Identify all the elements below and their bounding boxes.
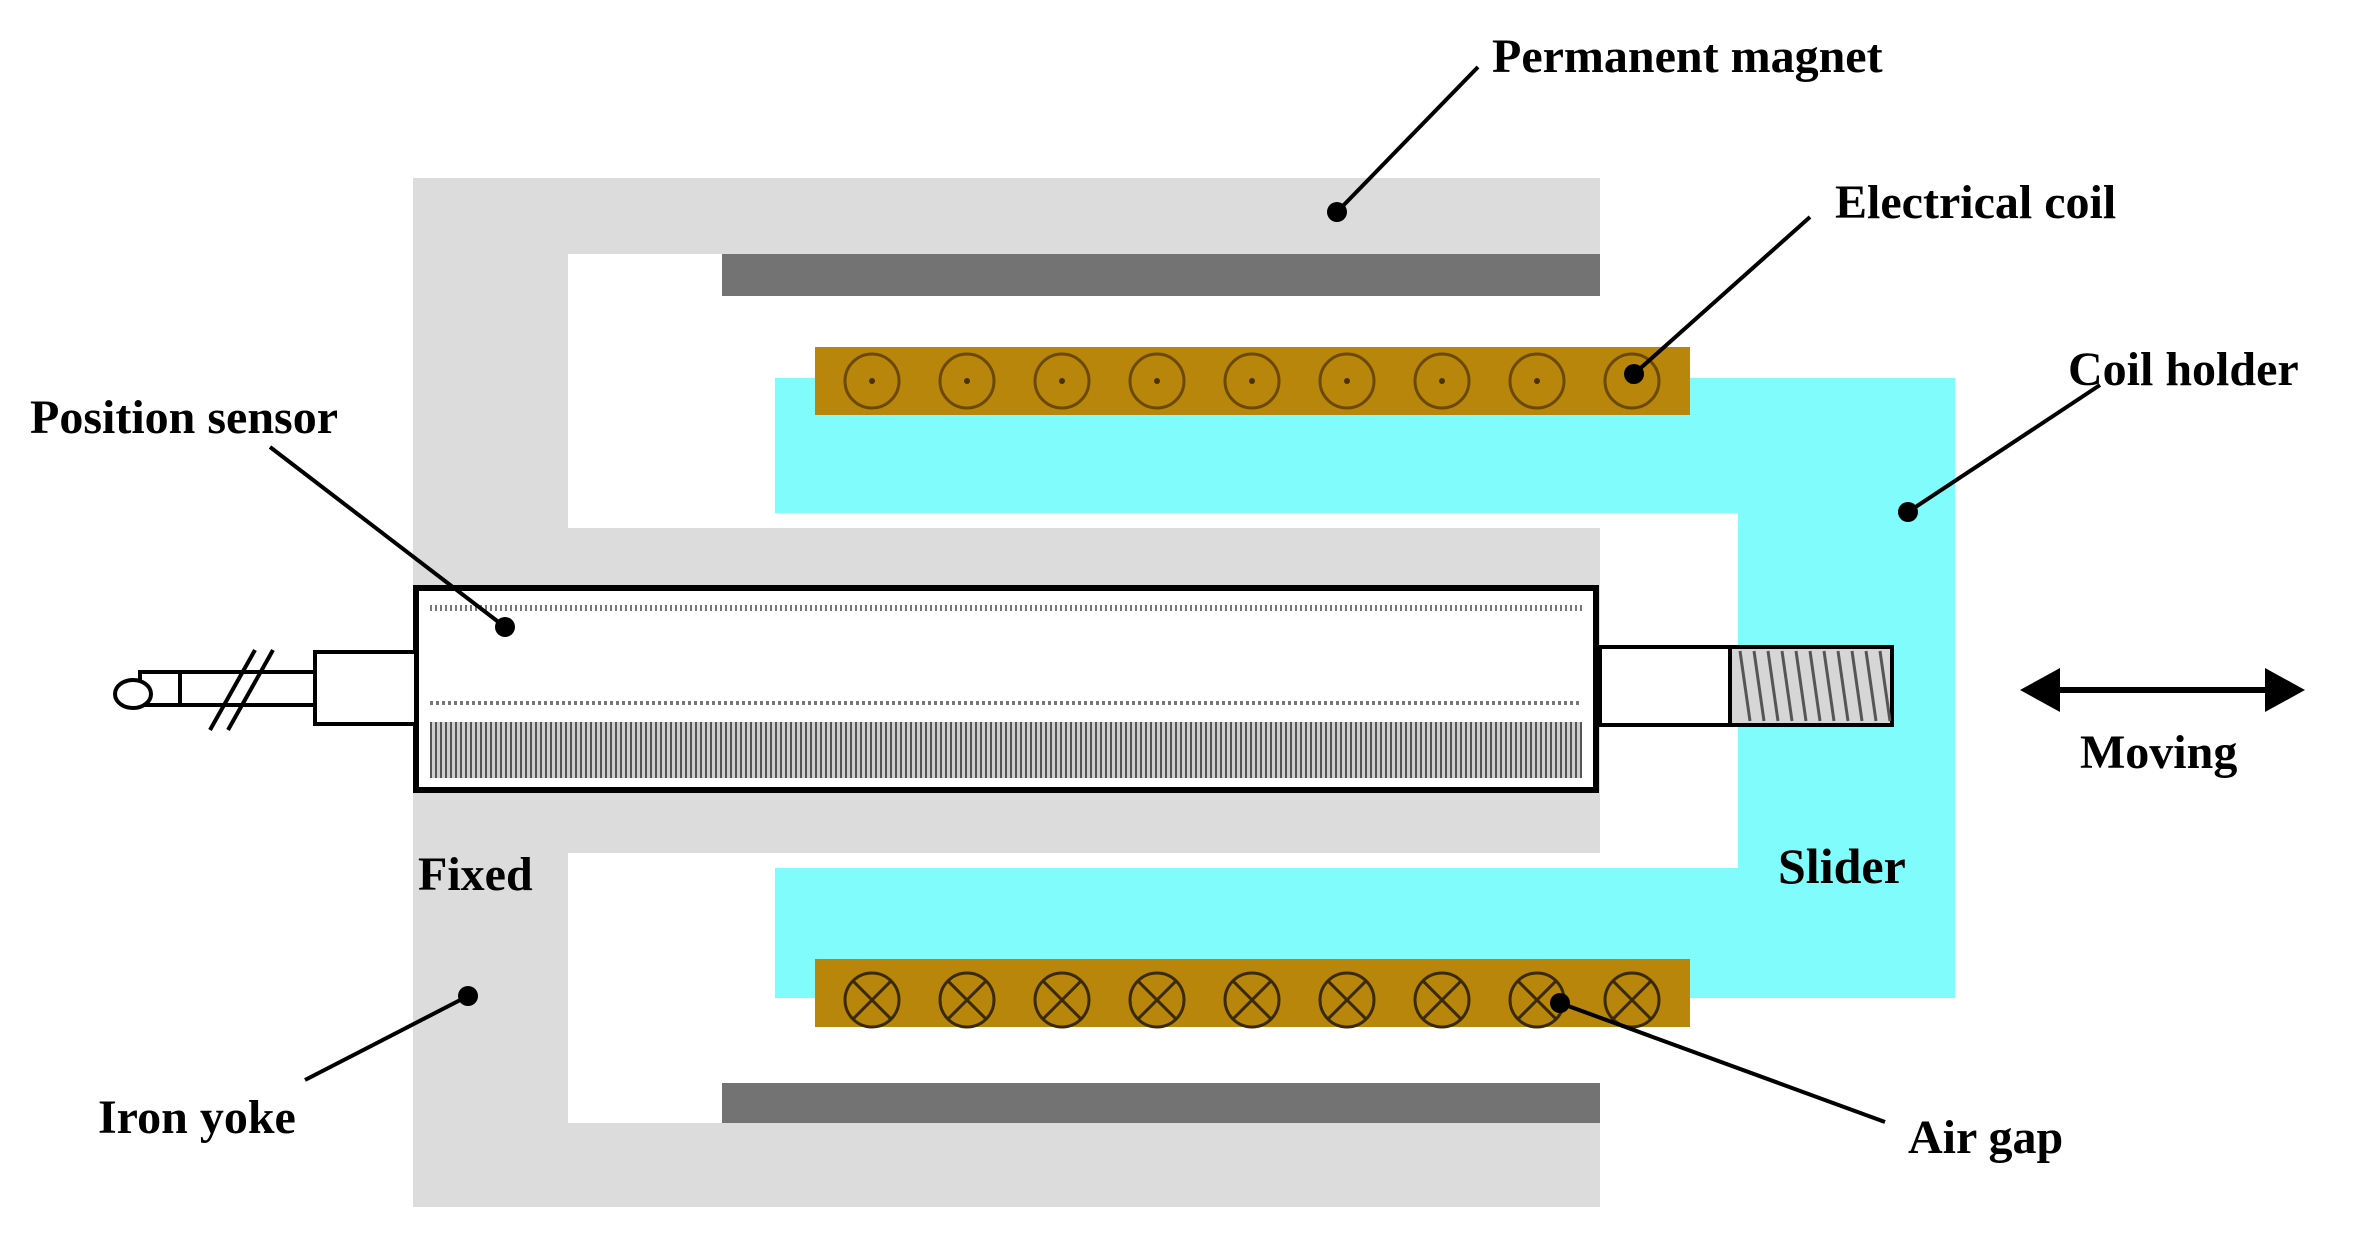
coil-dot-icon [843,352,901,410]
moving-arrow-icon [2020,668,2305,712]
coil-dot-icon [1318,352,1376,410]
label-position-sensor: Position sensor [30,391,338,444]
label-moving: Moving [2080,726,2237,779]
leader-lines [268,65,2102,1124]
coil-cross-icon [1413,971,1471,1029]
label-iron-yoke: Iron yoke [98,1091,296,1144]
coil-dot-icon [1413,352,1471,410]
coil-holder [775,378,1955,998]
electrical-coil-top [815,347,1690,415]
label-air-gap: Air gap [1908,1111,2063,1164]
position-sensor [413,585,1599,793]
leader-dots [458,202,1918,1013]
slider-rod [1598,645,1894,727]
label-electrical-coil: Electrical coil [1835,176,2116,229]
coil-dot-icon [1033,352,1091,410]
label-fixed: Fixed [418,848,533,901]
coil-cross-icon [1223,971,1281,1029]
coil-cross-icon [938,971,996,1029]
label-coil-holder: Coil holder [2068,343,2299,396]
label-permanent-magnet: Permanent magnet [1492,30,1883,83]
coil-cross-icon [1318,971,1376,1029]
coil-dot-icon [938,352,996,410]
coil-dot-icon [1223,352,1281,410]
coil-cross-icon [843,971,901,1029]
sensor-cable [113,649,418,731]
coil-cross-icon [1603,971,1661,1029]
permanent-magnet-top [722,254,1600,296]
label-slider: Slider [1778,838,1906,894]
coil-cross-icon [1128,971,1186,1029]
coil-dot-icon [1508,352,1566,410]
coil-cross-icon [1033,971,1091,1029]
coil-dot-icon [1128,352,1186,410]
electrical-coil-bottom [815,959,1690,1029]
permanent-magnet-bottom [722,1083,1600,1123]
